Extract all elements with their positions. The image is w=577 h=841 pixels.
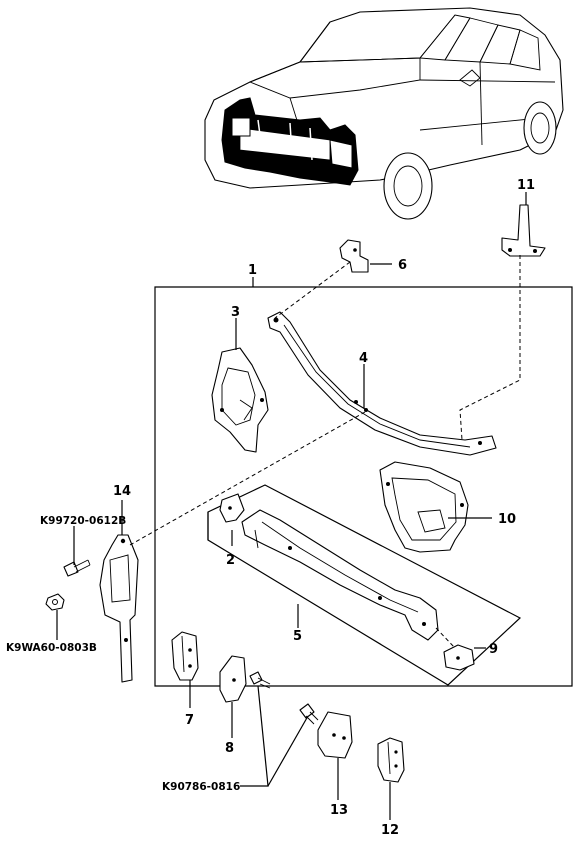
callout-8: 8 bbox=[225, 741, 234, 756]
part-3-left-panel bbox=[211, 347, 269, 453]
leader-lines bbox=[56, 192, 527, 820]
part-12-bracket bbox=[377, 737, 405, 783]
callout-6: 6 bbox=[398, 258, 407, 273]
part-5-lower-crossmember bbox=[241, 509, 439, 641]
part-code-bolt-upper: K99720-0612B bbox=[40, 515, 126, 527]
part-2-bracket bbox=[219, 493, 245, 523]
dashed-guides bbox=[129, 255, 521, 649]
callout-3: 3 bbox=[231, 305, 240, 320]
callout-labels: 1 2 3 4 5 6 7 8 9 10 11 12 13 14 bbox=[113, 178, 535, 838]
callout-10: 10 bbox=[498, 512, 516, 527]
callout-13: 13 bbox=[330, 803, 348, 818]
part-7-bracket bbox=[171, 631, 199, 681]
part-code-bolt-bottom: K90786-0816 bbox=[162, 781, 240, 793]
bolt-k99720 bbox=[63, 559, 91, 577]
part-13-bracket bbox=[317, 711, 353, 759]
part-9-bracket bbox=[443, 644, 475, 671]
bolt-k90786-a bbox=[249, 671, 271, 689]
part-14-side-bracket bbox=[99, 534, 139, 683]
assembly-frame bbox=[154, 286, 573, 687]
callout-5: 5 bbox=[293, 629, 302, 644]
callout-9: 9 bbox=[489, 642, 498, 657]
callout-14: 14 bbox=[113, 484, 131, 499]
callout-1: 1 bbox=[248, 263, 257, 278]
part-10-right-panel bbox=[379, 461, 469, 553]
callout-7: 7 bbox=[185, 713, 194, 728]
callout-11: 11 bbox=[517, 178, 535, 193]
part-code-nut-lower: K9WA60-0803B bbox=[6, 642, 97, 654]
nut-k9wa60 bbox=[45, 593, 65, 611]
bolt-k90786-b bbox=[299, 703, 319, 725]
callout-4: 4 bbox=[359, 351, 368, 366]
car-illustration bbox=[204, 7, 564, 220]
part-11-bracket bbox=[501, 204, 546, 257]
callout-2: 2 bbox=[226, 553, 235, 568]
part-4-upper-crossmember bbox=[267, 311, 497, 456]
part-6-bracket bbox=[339, 239, 369, 273]
part-code-labels: K99720-0612B K9WA60-0803B K90786-0816 bbox=[6, 515, 240, 793]
part-8-bracket bbox=[219, 655, 247, 703]
callout-12: 12 bbox=[381, 823, 399, 838]
